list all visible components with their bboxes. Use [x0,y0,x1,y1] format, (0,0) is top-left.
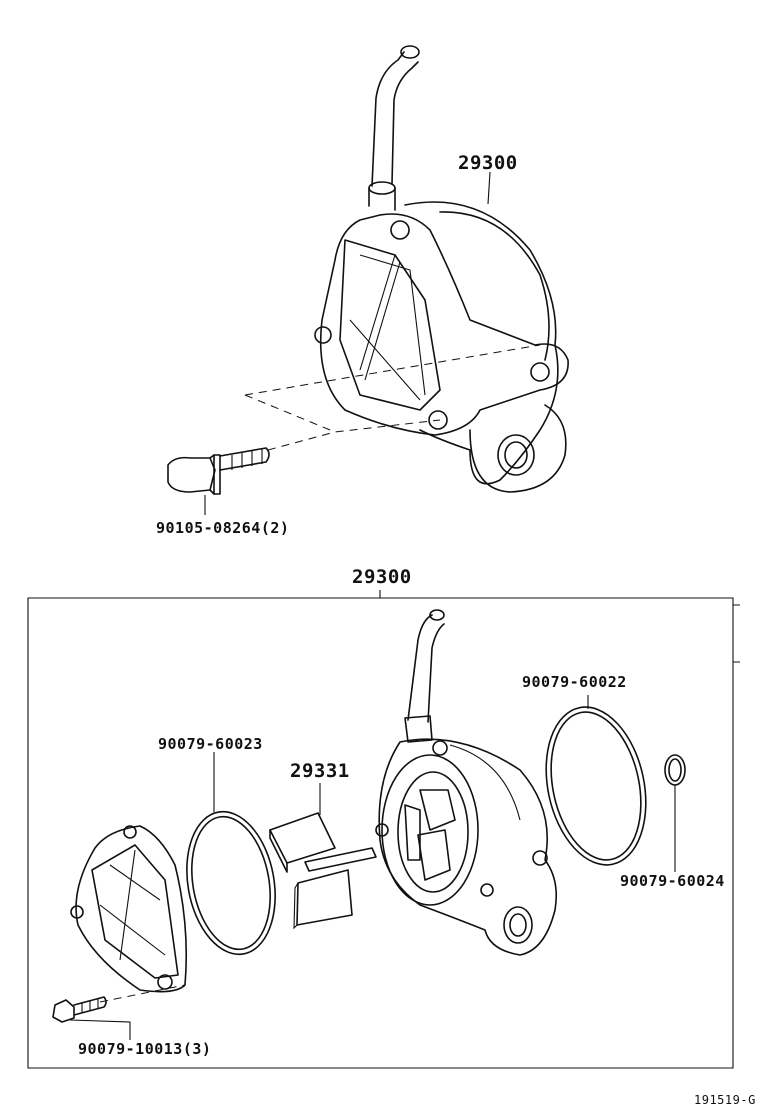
part-label-pump-top: 29300 [458,152,518,174]
diagram-code: 191519-G [694,1093,756,1107]
part-label-vane-kit: 29331 [290,760,350,782]
part-label-screw: 90079-10013(3) [78,1040,212,1058]
part-label-bolt-top: 90105-08264(2) [156,519,290,537]
part-label-oring-large-right: 90079-60022 [522,673,627,691]
part-label-kit-header: 29300 [352,566,412,588]
vacuum-pump-kit [52,609,686,1040]
part-label-oring-small: 90079-60024 [620,872,725,890]
part-label-oring-large-left: 90079-60023 [158,735,263,753]
kit-frame [27,590,734,1069]
vacuum-pump-assembly-top [167,45,569,515]
